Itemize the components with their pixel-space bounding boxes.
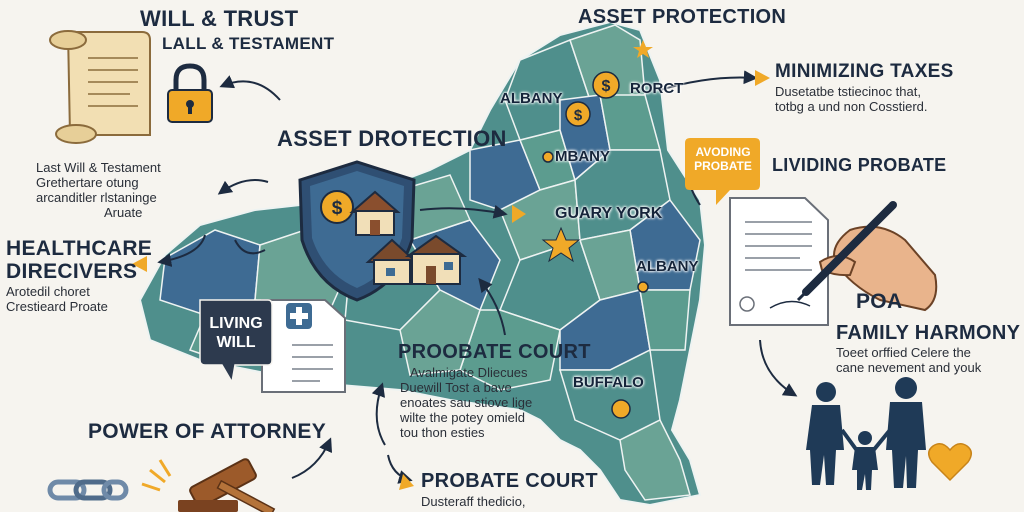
caption-line: Toeet orffied Celere the — [836, 345, 971, 360]
map-markers: $ $ — [541, 40, 653, 419]
bubble-line: AVODING — [695, 145, 751, 159]
house-icon — [349, 190, 401, 236]
power-of-attorney-heading: POWER OF ATTORNEY — [88, 420, 327, 443]
caption-line: cane nevement and youk — [836, 360, 982, 375]
caption-line: Arotedil choret — [6, 284, 90, 299]
healthcare-caption: Arotedil choret Crestieard Proate — [6, 284, 108, 314]
caption-line: tou thon esties — [400, 425, 485, 440]
caption-line: enoates sau stiove lige — [400, 395, 533, 410]
city-marker — [611, 399, 631, 419]
map-label-buffalo: BUFFALO — [573, 374, 644, 391]
map-label-rorct: RORCT — [630, 80, 684, 97]
padlock-icon — [167, 63, 213, 123]
accent-chevrons — [132, 70, 770, 490]
healthcare-heading: HEALTHCARE — [6, 237, 153, 260]
probate-mid-caption: Avalmigate Dliecues Duewill Tost a bave … — [400, 365, 532, 440]
taxes-caption: Dusetatbe tstiecinoc that, totbg a und n… — [775, 84, 928, 114]
family-harmony-heading: FAMILY HARMONY — [836, 322, 1021, 344]
probate-court-bottom-heading: PROBATE COURT — [421, 470, 598, 492]
star-icon — [541, 226, 581, 263]
caption-line: Dusteraff thedicio, — [421, 494, 526, 509]
avoiding-probate-bubble — [685, 138, 760, 205]
caption-line: wilte the potey omield — [400, 410, 526, 425]
scroll-icon — [49, 30, 151, 144]
gavel-icon — [141, 458, 276, 512]
document-icon — [729, 197, 829, 326]
map-label-guary-york: GUARY YORK — [555, 205, 663, 222]
county — [619, 418, 691, 501]
probate-bottom-caption: Dusteraff thedicio, — [421, 494, 526, 509]
living-will-text: LIVING WILL — [202, 314, 270, 352]
county — [569, 24, 646, 101]
chain-icon — [47, 479, 129, 501]
county — [399, 289, 481, 376]
caption-line: totbg a und non Cosstierd. — [775, 99, 928, 114]
will-trust-heading: WILL & TRUST — [140, 6, 299, 31]
map-label-albany-east: ALBANY — [636, 258, 699, 275]
asset-protection-mid-heading: ASSET DROTECTION — [277, 126, 507, 151]
svg-text:$: $ — [574, 107, 583, 124]
svg-text:$: $ — [602, 78, 611, 95]
family-icon — [806, 377, 926, 490]
caption-line: Grethertare otung — [36, 175, 139, 190]
star-icon — [633, 40, 653, 58]
caption-line: Last Will & Testament — [36, 160, 161, 175]
city-marker — [637, 281, 649, 293]
will-caption: Last Will & Testament Grethertare otung … — [36, 160, 161, 220]
family-caption: Toeet orffied Celere the cane nevement a… — [836, 345, 981, 375]
svg-text:$: $ — [332, 198, 343, 219]
heart-icon — [928, 443, 972, 482]
coin-icon: $ — [565, 101, 591, 127]
map-label-mbany: MBANY — [555, 148, 610, 165]
county — [639, 289, 691, 351]
probate-court-mid-heading: PROOBATE COURT — [398, 341, 591, 363]
map-label-albany: ALBANY — [500, 90, 563, 107]
pen-hand-icon — [796, 201, 938, 312]
bubble-line: PROBATE — [694, 159, 752, 173]
minimizing-taxes-heading: MINIMIZING TAXES — [775, 61, 954, 82]
last-will-testament-heading: LALL & TESTAMENT — [162, 34, 335, 53]
caption-line: Crestieard Proate — [6, 299, 108, 314]
coin-icon: $ — [320, 190, 354, 224]
poa-heading: POA — [856, 290, 903, 313]
bubble-line: WILL — [216, 334, 256, 351]
caption-line: Duewill Tost a bave — [400, 380, 512, 395]
asset-protection-top-heading: ASSET PROTECTION — [578, 6, 787, 28]
caption-line: Aruate — [104, 205, 143, 220]
caption-line: Avalmigate Dliecues — [410, 365, 528, 380]
caption-line: arcanditler rlstaninge — [36, 190, 157, 205]
coin-icon: $ — [592, 71, 620, 99]
living-will-card — [199, 299, 346, 393]
directives-heading: DIRECIVERS — [6, 260, 138, 283]
city-marker — [542, 151, 554, 163]
caption-line: Dusetatbe tstiecinoc that, — [775, 84, 921, 99]
living-probate-heading: LIVIDING PROBATE — [772, 155, 947, 175]
avoiding-probate-text: AVODING PROBATE — [687, 145, 759, 173]
house-icon — [365, 234, 468, 285]
bubble-line: LIVING — [209, 315, 263, 332]
